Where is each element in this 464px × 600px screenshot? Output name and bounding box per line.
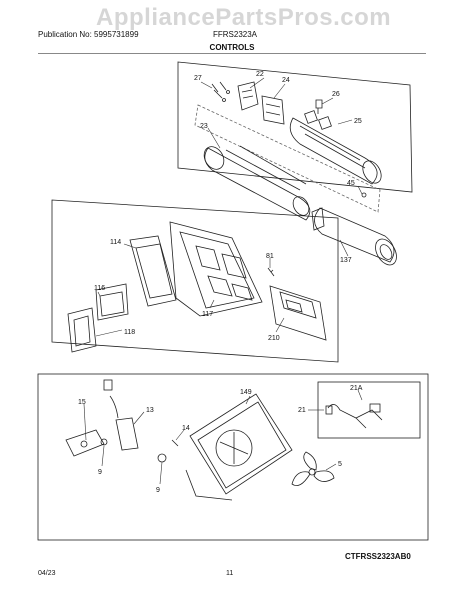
leader-lines [83,77,363,485]
callout-22: 22 [256,71,264,78]
callout-116: 116 [94,285,105,292]
light-frame-part [95,283,129,321]
housing-part [203,145,311,221]
fan-blade-part [291,451,335,487]
callout-137: 137 [340,257,352,264]
callout-21a: 21A [350,385,363,392]
callout-24: 24 [282,77,290,84]
callout-114: 114 [110,239,121,246]
water-filter-part [311,207,397,266]
section-frame-top [177,61,413,193]
page-title: CONTROLS [209,43,255,52]
callout-27: 27 [194,75,202,82]
publication-number: Publication No: 5995731899 [38,30,139,39]
callout-15: 15 [78,399,86,406]
section-frame-middle [51,199,339,363]
section-frame-bottom [37,373,429,541]
screw-81-part [267,267,275,277]
footer-date: 04/23 [38,570,56,577]
dashed-guide [194,104,381,213]
bracket-part [237,81,259,111]
callout-9-right: 9 [156,487,160,494]
grommet-b-part [157,453,167,463]
lens-part [67,307,97,353]
callout-5: 5 [338,461,342,468]
callout-117: 117 [202,311,213,318]
screw-part [211,81,230,102]
callout-26: 26 [332,91,340,98]
grommet-a-part [100,438,108,446]
page-number: 11 [226,570,234,577]
callout-21: 21 [298,407,306,414]
dispenser-trim-part [269,285,327,341]
callout-45: 45 [347,180,355,187]
switch-part [261,95,285,125]
inset-frame [317,381,421,439]
panel-part [129,235,177,307]
callout-210: 210 [268,335,280,342]
site-watermark: AppliancePartsPros.com [96,4,392,31]
screw-45-part [361,192,367,198]
filter-head-part [289,110,382,185]
callout-14: 14 [182,425,190,432]
screw-14-part [171,439,179,447]
damper-motor-part [103,379,139,451]
control-housing-part [169,221,263,317]
diagram-code: CTFRSS2323AB0 [345,552,411,561]
callout-81: 81 [266,253,274,260]
callout-25: 25 [354,118,362,125]
mount-bracket-part [65,429,105,457]
callout-13: 13 [146,407,154,414]
fan-shroud-part [185,393,293,501]
model-number: FFRS2323A [213,30,258,39]
callout-118: 118 [124,329,135,336]
header-divider [38,53,426,54]
callout-9-left: 9 [98,469,102,476]
callout-149: 149 [240,389,252,396]
wire-harness-part [325,403,383,429]
clip-part [315,99,323,114]
callout-23: 23 [200,123,208,130]
